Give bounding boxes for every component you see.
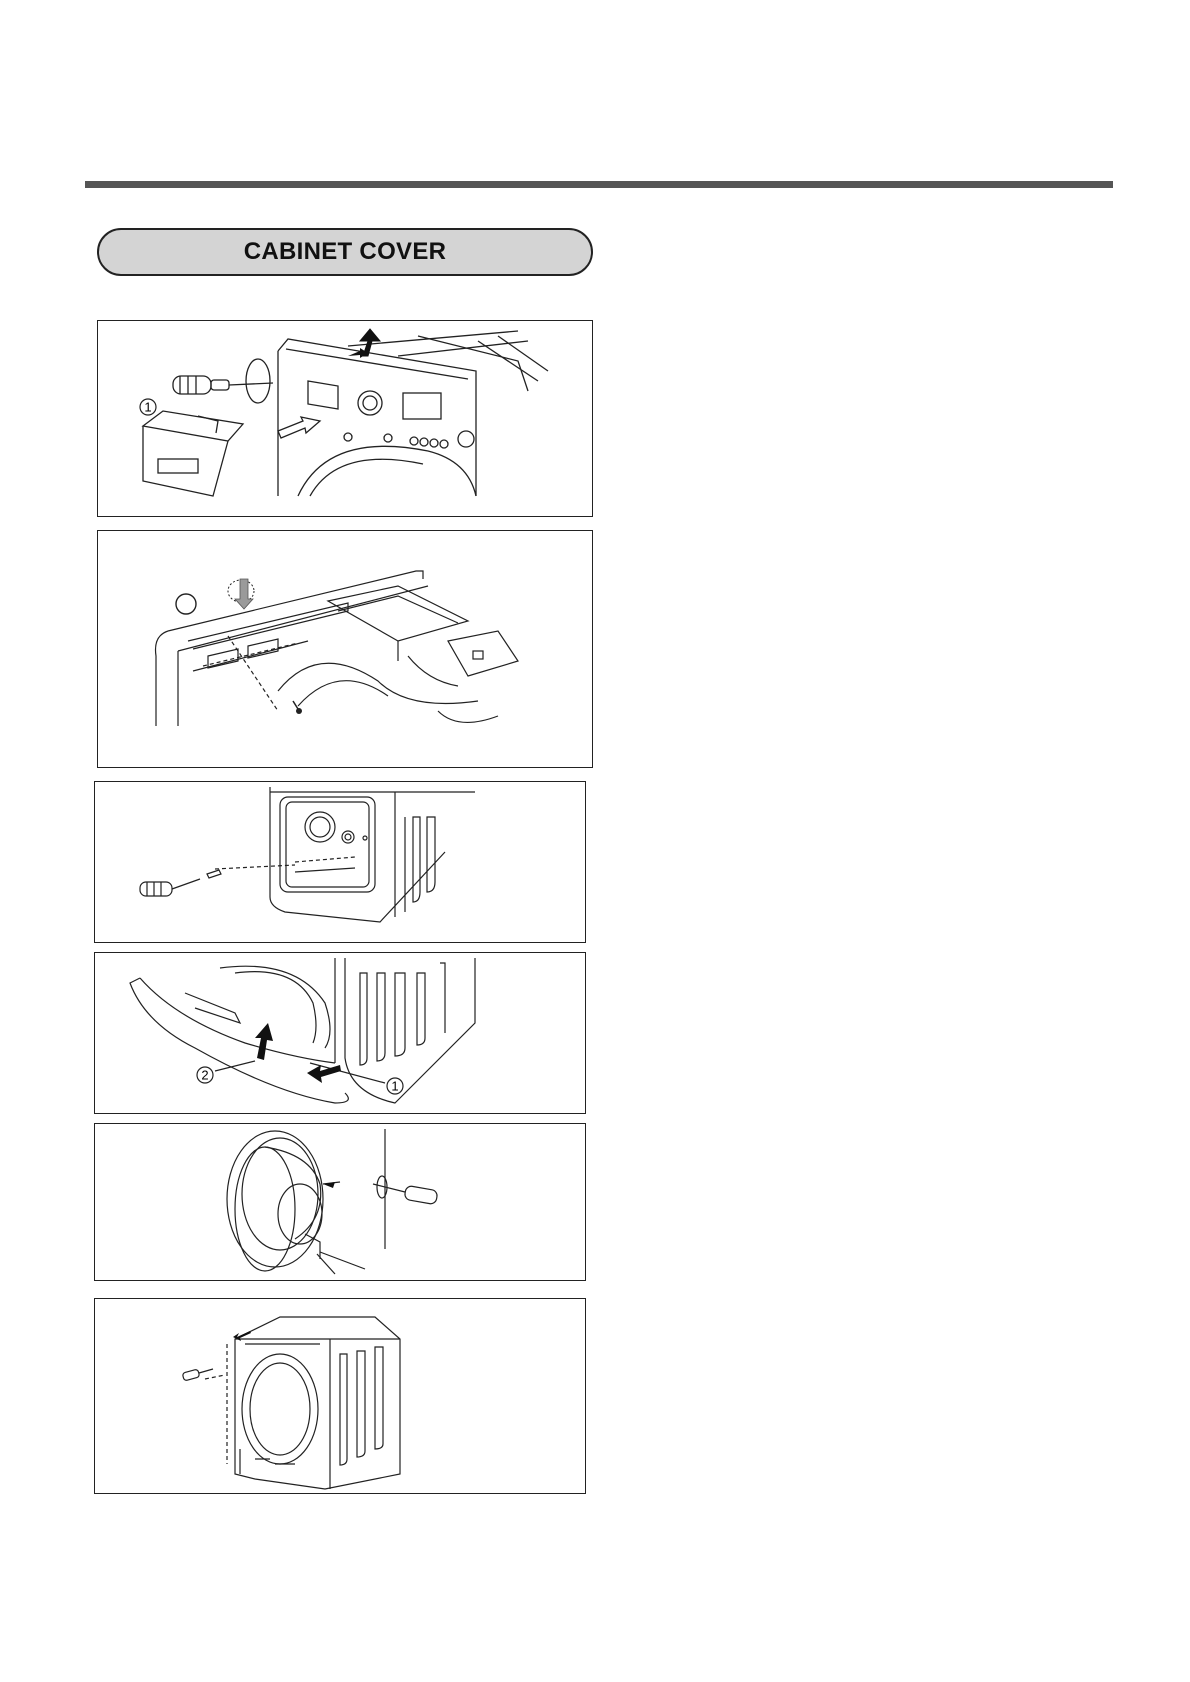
figure-5-panel xyxy=(94,1123,586,1281)
figure-1-panel: 1 xyxy=(97,320,593,517)
figure-2-panel xyxy=(97,530,593,768)
header-rule xyxy=(85,181,1113,188)
figure-6-panel xyxy=(94,1298,586,1494)
figure-2-illustration xyxy=(98,531,593,768)
callout-1b-label: 1 xyxy=(391,1079,398,1094)
figure-3-illustration xyxy=(95,782,586,943)
figure-5-illustration xyxy=(95,1124,586,1281)
figure-6-illustration xyxy=(95,1299,586,1494)
section-title-pill: CABINET COVER xyxy=(97,228,593,276)
figure-4-panel: 2 1 xyxy=(94,952,586,1114)
figure-3-panel xyxy=(94,781,586,943)
section-title: CABINET COVER xyxy=(244,238,447,266)
callout-2-label: 2 xyxy=(201,1068,208,1083)
figure-4-illustration: 2 1 xyxy=(95,953,586,1114)
callout-1-label: 1 xyxy=(144,400,151,415)
figure-1-illustration: 1 xyxy=(98,321,593,517)
